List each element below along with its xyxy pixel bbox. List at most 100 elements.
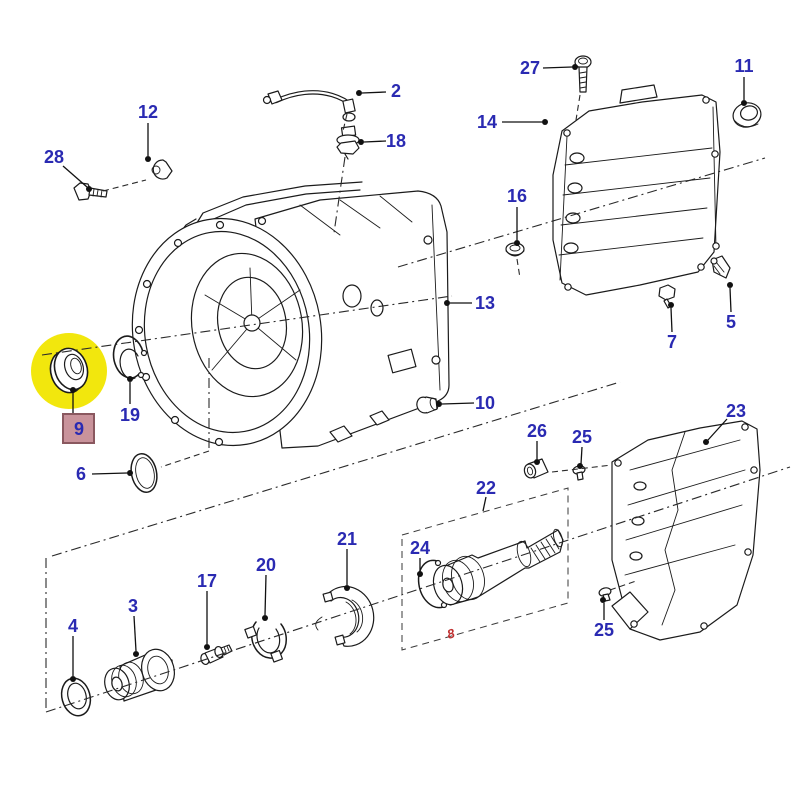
- callout-25: 25: [572, 427, 592, 469]
- part-art-5-sensor: [710, 255, 731, 279]
- callout-dot-24: [417, 571, 423, 577]
- callout-5: 5: [726, 282, 736, 332]
- callout-number-24[interactable]: 24: [410, 538, 430, 558]
- part-art-13-main-case: [131, 181, 450, 449]
- axis-line-8: [516, 258, 521, 279]
- axis-line-0: [397, 157, 766, 268]
- part-art-11-bush: [732, 102, 762, 128]
- callout-dot-23: [703, 439, 709, 445]
- callout-leader-5: [729, 287, 732, 313]
- callout-number-25[interactable]: 25: [572, 427, 592, 447]
- callout-dot-13: [444, 300, 450, 306]
- selected-part-label-box[interactable]: [62, 413, 95, 444]
- callout-number-2[interactable]: 2: [391, 81, 401, 101]
- callout-number-4[interactable]: 4: [68, 616, 78, 636]
- callout-number-6[interactable]: 6: [76, 464, 86, 484]
- callouts-layer: 27 11 2 12 18 28 14 16 13 5 7 10 19 9 6 26 25 23 22 24 21 20 1…: [44, 56, 754, 682]
- callout-dot-6: [127, 470, 133, 476]
- axis-line-7: [333, 156, 346, 234]
- part-art-21-release-fork: [315, 585, 375, 647]
- callout-dot-16: [514, 240, 520, 246]
- callout-12: 12: [138, 102, 158, 162]
- callout-dot-14: [542, 119, 548, 125]
- callout-17: 17: [197, 571, 217, 650]
- callout-number-18[interactable]: 18: [386, 131, 406, 151]
- callout-number-7[interactable]: 7: [667, 332, 677, 352]
- part-art-18-breather-fitting: [336, 125, 360, 160]
- axis-line-12: [551, 464, 613, 473]
- axis-line-13: [609, 580, 637, 591]
- callout-6: 6: [76, 464, 133, 484]
- callout-number-12[interactable]: 12: [138, 102, 158, 122]
- part-art-22-input-shaft: [432, 528, 564, 606]
- axis-line-2: [51, 381, 621, 557]
- callout-number-28[interactable]: 28: [44, 147, 64, 167]
- callout-leader-27: [542, 66, 573, 69]
- axis-line-11: [575, 94, 581, 121]
- red-reference-marker: 8: [445, 625, 457, 642]
- callout-7: 7: [667, 302, 677, 352]
- callout-leader-7: [670, 307, 673, 333]
- callout-number-11[interactable]: 11: [734, 56, 753, 76]
- part-art-3-release-bearing: [104, 648, 175, 702]
- callout-26: 26: [527, 421, 547, 465]
- callout-leader-10: [441, 402, 475, 405]
- part-art-16-plug: [505, 242, 525, 257]
- callout-11: 11: [734, 56, 754, 106]
- callout-14: 14: [477, 112, 548, 132]
- callout-leader-6: [91, 472, 128, 475]
- part-art-4-seal-ring: [60, 677, 92, 717]
- part-art-12-pipe-clip: [151, 159, 173, 180]
- red-marker-layer: 8: [445, 625, 457, 642]
- axis-line-10: [342, 113, 348, 132]
- callout-3: 3: [128, 596, 139, 657]
- callout-dot-28: [86, 186, 92, 192]
- callout-dot-25: [600, 597, 606, 603]
- callout-number-16[interactable]: 16: [507, 186, 527, 206]
- callout-number-10[interactable]: 10: [475, 393, 495, 413]
- callout-number-23[interactable]: 23: [726, 401, 746, 421]
- callout-dot-5: [727, 282, 733, 288]
- callout-number-26[interactable]: 26: [527, 421, 547, 441]
- callout-number-25[interactable]: 25: [594, 620, 614, 640]
- part-art-25-screw-lower: [598, 587, 612, 602]
- part-art-14-rear-case: [552, 84, 721, 296]
- callout-dot-25: [577, 463, 583, 469]
- callout-dot-4: [70, 676, 76, 682]
- callout-number-21[interactable]: 21: [337, 529, 357, 549]
- callout-24: 24: [410, 538, 430, 577]
- callout-dot-21: [344, 585, 350, 591]
- callout-dot-10: [436, 401, 442, 407]
- callout-number-9[interactable]: 9: [74, 419, 84, 439]
- callout-number-17[interactable]: 17: [197, 571, 217, 591]
- part-art-2-breather-pipe: [262, 90, 356, 122]
- callout-dot-9: [70, 387, 76, 393]
- callout-number-22[interactable]: 22: [476, 478, 496, 498]
- callout-23: 23: [703, 401, 746, 445]
- callout-21: 21: [337, 529, 357, 591]
- callout-number-27[interactable]: 27: [520, 58, 540, 78]
- callout-number-19[interactable]: 19: [120, 405, 140, 425]
- callout-number-3[interactable]: 3: [128, 596, 138, 616]
- callout-number-14[interactable]: 14: [477, 112, 497, 132]
- part-art-23-side-cover: [611, 420, 761, 641]
- callout-leader-18: [363, 140, 387, 143]
- subassembly-dashed-box: [401, 487, 569, 651]
- callout-16: 16: [507, 186, 527, 246]
- callout-10: 10: [436, 393, 495, 413]
- callout-leader-23: [707, 418, 728, 441]
- callout-28: 28: [44, 147, 92, 192]
- callout-dot-27: [572, 64, 578, 70]
- callout-leader-3: [133, 615, 137, 652]
- callout-dot-19: [127, 376, 133, 382]
- callout-number-13[interactable]: 13: [475, 293, 495, 313]
- axis-line-1: [41, 295, 453, 356]
- callout-19: 19: [120, 376, 140, 425]
- dashed-box-layer: [401, 487, 569, 651]
- callout-leader-22: [482, 496, 487, 512]
- callout-number-5[interactable]: 5: [726, 312, 736, 332]
- callout-number-20[interactable]: 20: [256, 555, 276, 575]
- callout-dot-17: [204, 644, 210, 650]
- callout-27: 27: [520, 58, 578, 78]
